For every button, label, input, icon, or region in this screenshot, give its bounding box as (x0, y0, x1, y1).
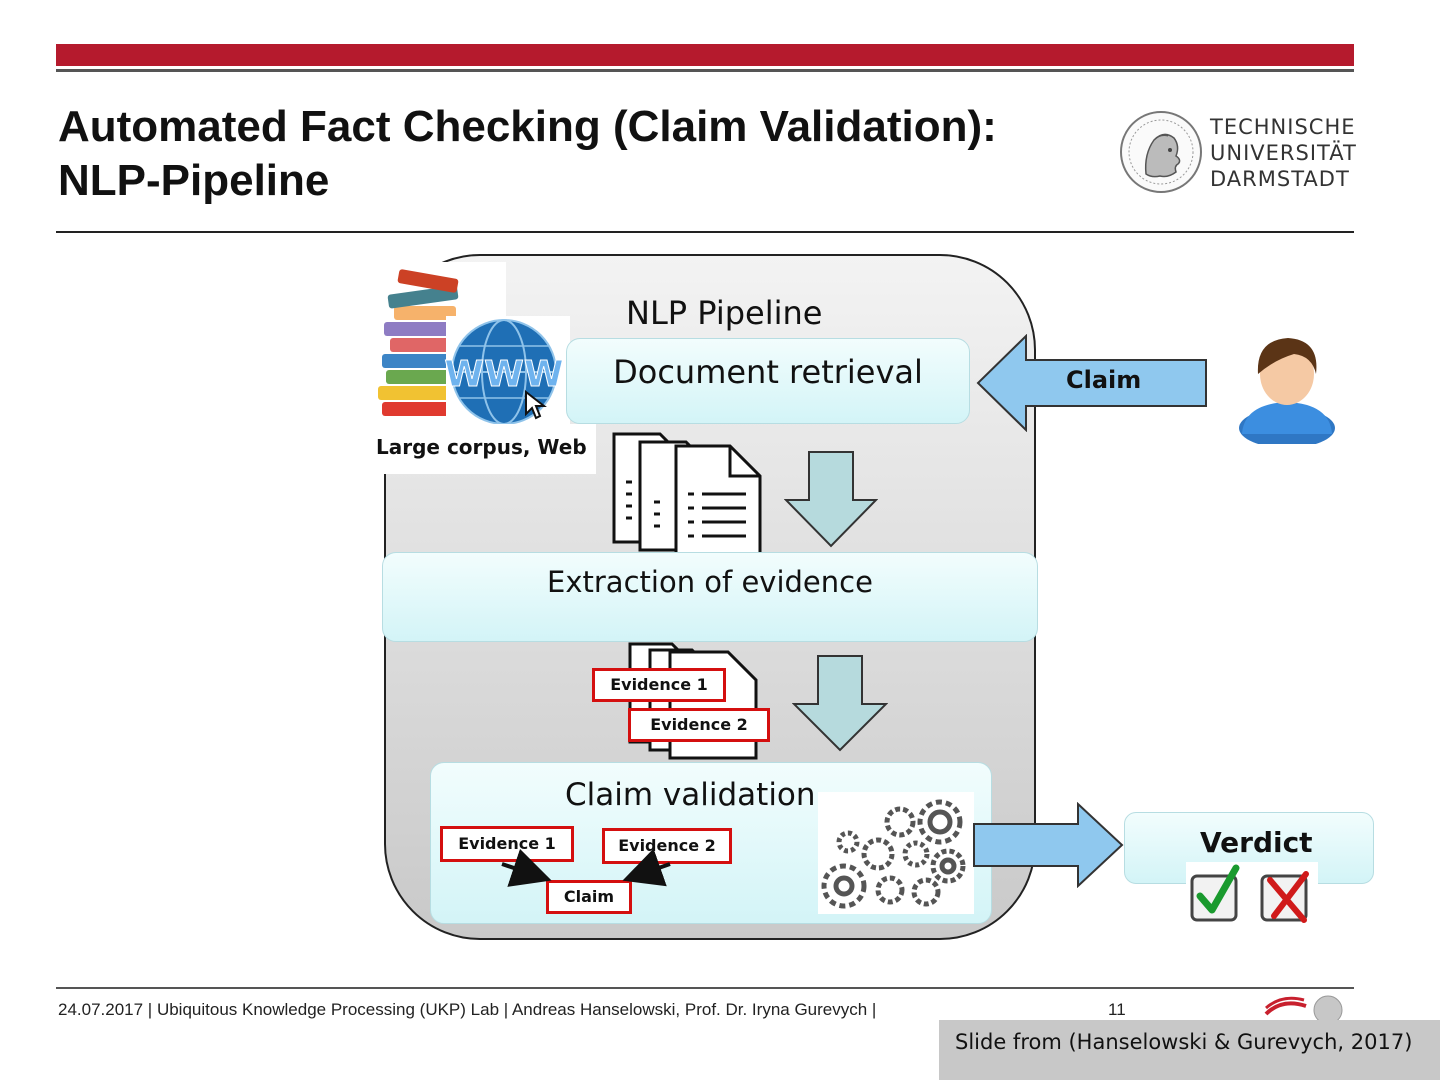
claim-input-label: Claim (1066, 366, 1142, 394)
verdict-output-arrow (973, 802, 1124, 888)
user-avatar-icon (1239, 338, 1335, 444)
pipeline-label: NLP Pipeline (626, 294, 823, 332)
evidence-doc-1: Evidence 1 (592, 668, 726, 702)
stage-document-retrieval: Document retrieval (566, 338, 970, 424)
logo-line1: TECHNISCHE (1210, 115, 1356, 139)
down-arrow-2 (792, 655, 888, 752)
evidence-doc-2: Evidence 2 (628, 708, 770, 742)
validation-claim: Claim (546, 880, 632, 914)
slide-title-line1: Automated Fact Checking (Claim Validatio… (58, 102, 997, 151)
header-red-bar (56, 44, 1354, 66)
verdict-check-cross-icons (1186, 862, 1318, 926)
claim-input-arrow (976, 334, 1207, 432)
stage-extraction-of-evidence: Extraction of evidence (382, 552, 1038, 642)
validation-evidence-1: Evidence 1 (440, 826, 574, 862)
footer-rule (56, 987, 1354, 989)
page-number: 11 (1108, 1000, 1126, 1019)
retrieved-documents-icon (612, 432, 762, 558)
slide-title: Automated Fact Checking (Claim Validatio… (58, 100, 1098, 208)
university-logo-text: TECHNISCHE UNIVERSITÄT DARMSTADT (1210, 114, 1357, 192)
header-rule (56, 69, 1354, 72)
slide-title-line2: NLP-Pipeline (58, 156, 330, 205)
books-globe-icon: WWW (376, 262, 570, 432)
source-caption: Slide from (Hanselowski & Gurevych, 2017… (939, 1020, 1440, 1080)
footer-text: 24.07.2017 | Ubiquitous Knowledge Proces… (58, 1000, 877, 1019)
check-icon (1190, 864, 1240, 922)
validation-arrows (501, 848, 671, 887)
ukp-logo-icon (1264, 995, 1343, 1020)
gears-icon (818, 792, 974, 914)
logo-line2: UNIVERSITÄT (1210, 141, 1357, 165)
logo-line3: DARMSTADT (1210, 167, 1350, 191)
cross-icon (1260, 871, 1309, 923)
university-seal-icon (1120, 111, 1202, 193)
down-arrow-1 (784, 451, 878, 548)
www-text: WWW (444, 354, 563, 395)
title-divider (56, 231, 1354, 233)
verdict-label: Verdict (1200, 826, 1313, 859)
corpus-label: Large corpus, Web (368, 424, 596, 474)
